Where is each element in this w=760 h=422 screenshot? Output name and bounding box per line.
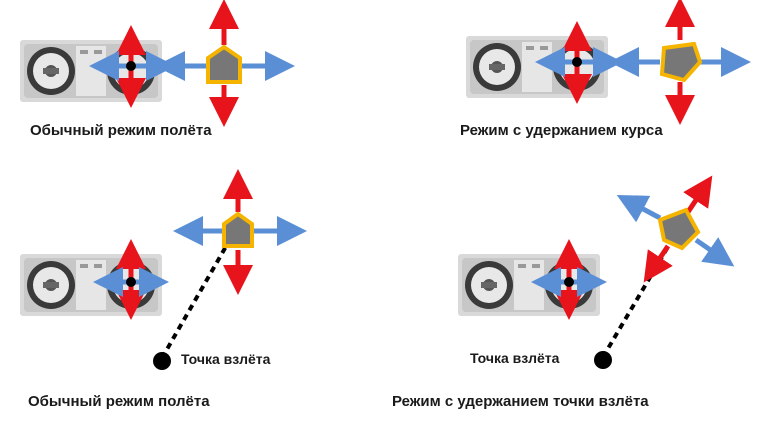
caption-home-lock: Режим с удержанием точки взлёта <box>392 393 649 410</box>
rc-transmitter-icon <box>458 239 607 320</box>
rc-transmitter-icon <box>20 239 169 320</box>
drone-icon <box>173 169 307 295</box>
caption-course-lock: Режим с удержанием курса <box>460 122 663 139</box>
flight-path <box>160 235 234 359</box>
caption-normal-mode: Обычный режим полёта <box>30 122 212 139</box>
rc-transmitter-icon <box>20 25 176 108</box>
drone-icon <box>155 0 295 127</box>
takeoff-point-label: Точка взлёта <box>470 350 560 366</box>
drone-icon <box>616 175 735 283</box>
home-point-dot-icon <box>594 351 612 369</box>
drone-icon <box>609 0 751 125</box>
rc-transmitter-icon <box>466 21 623 104</box>
takeoff-point-label: Точка взлёта <box>181 351 271 367</box>
caption-normal-mode-2: Обычный режим полёта <box>28 393 210 410</box>
home-point-dot-icon <box>153 352 171 370</box>
